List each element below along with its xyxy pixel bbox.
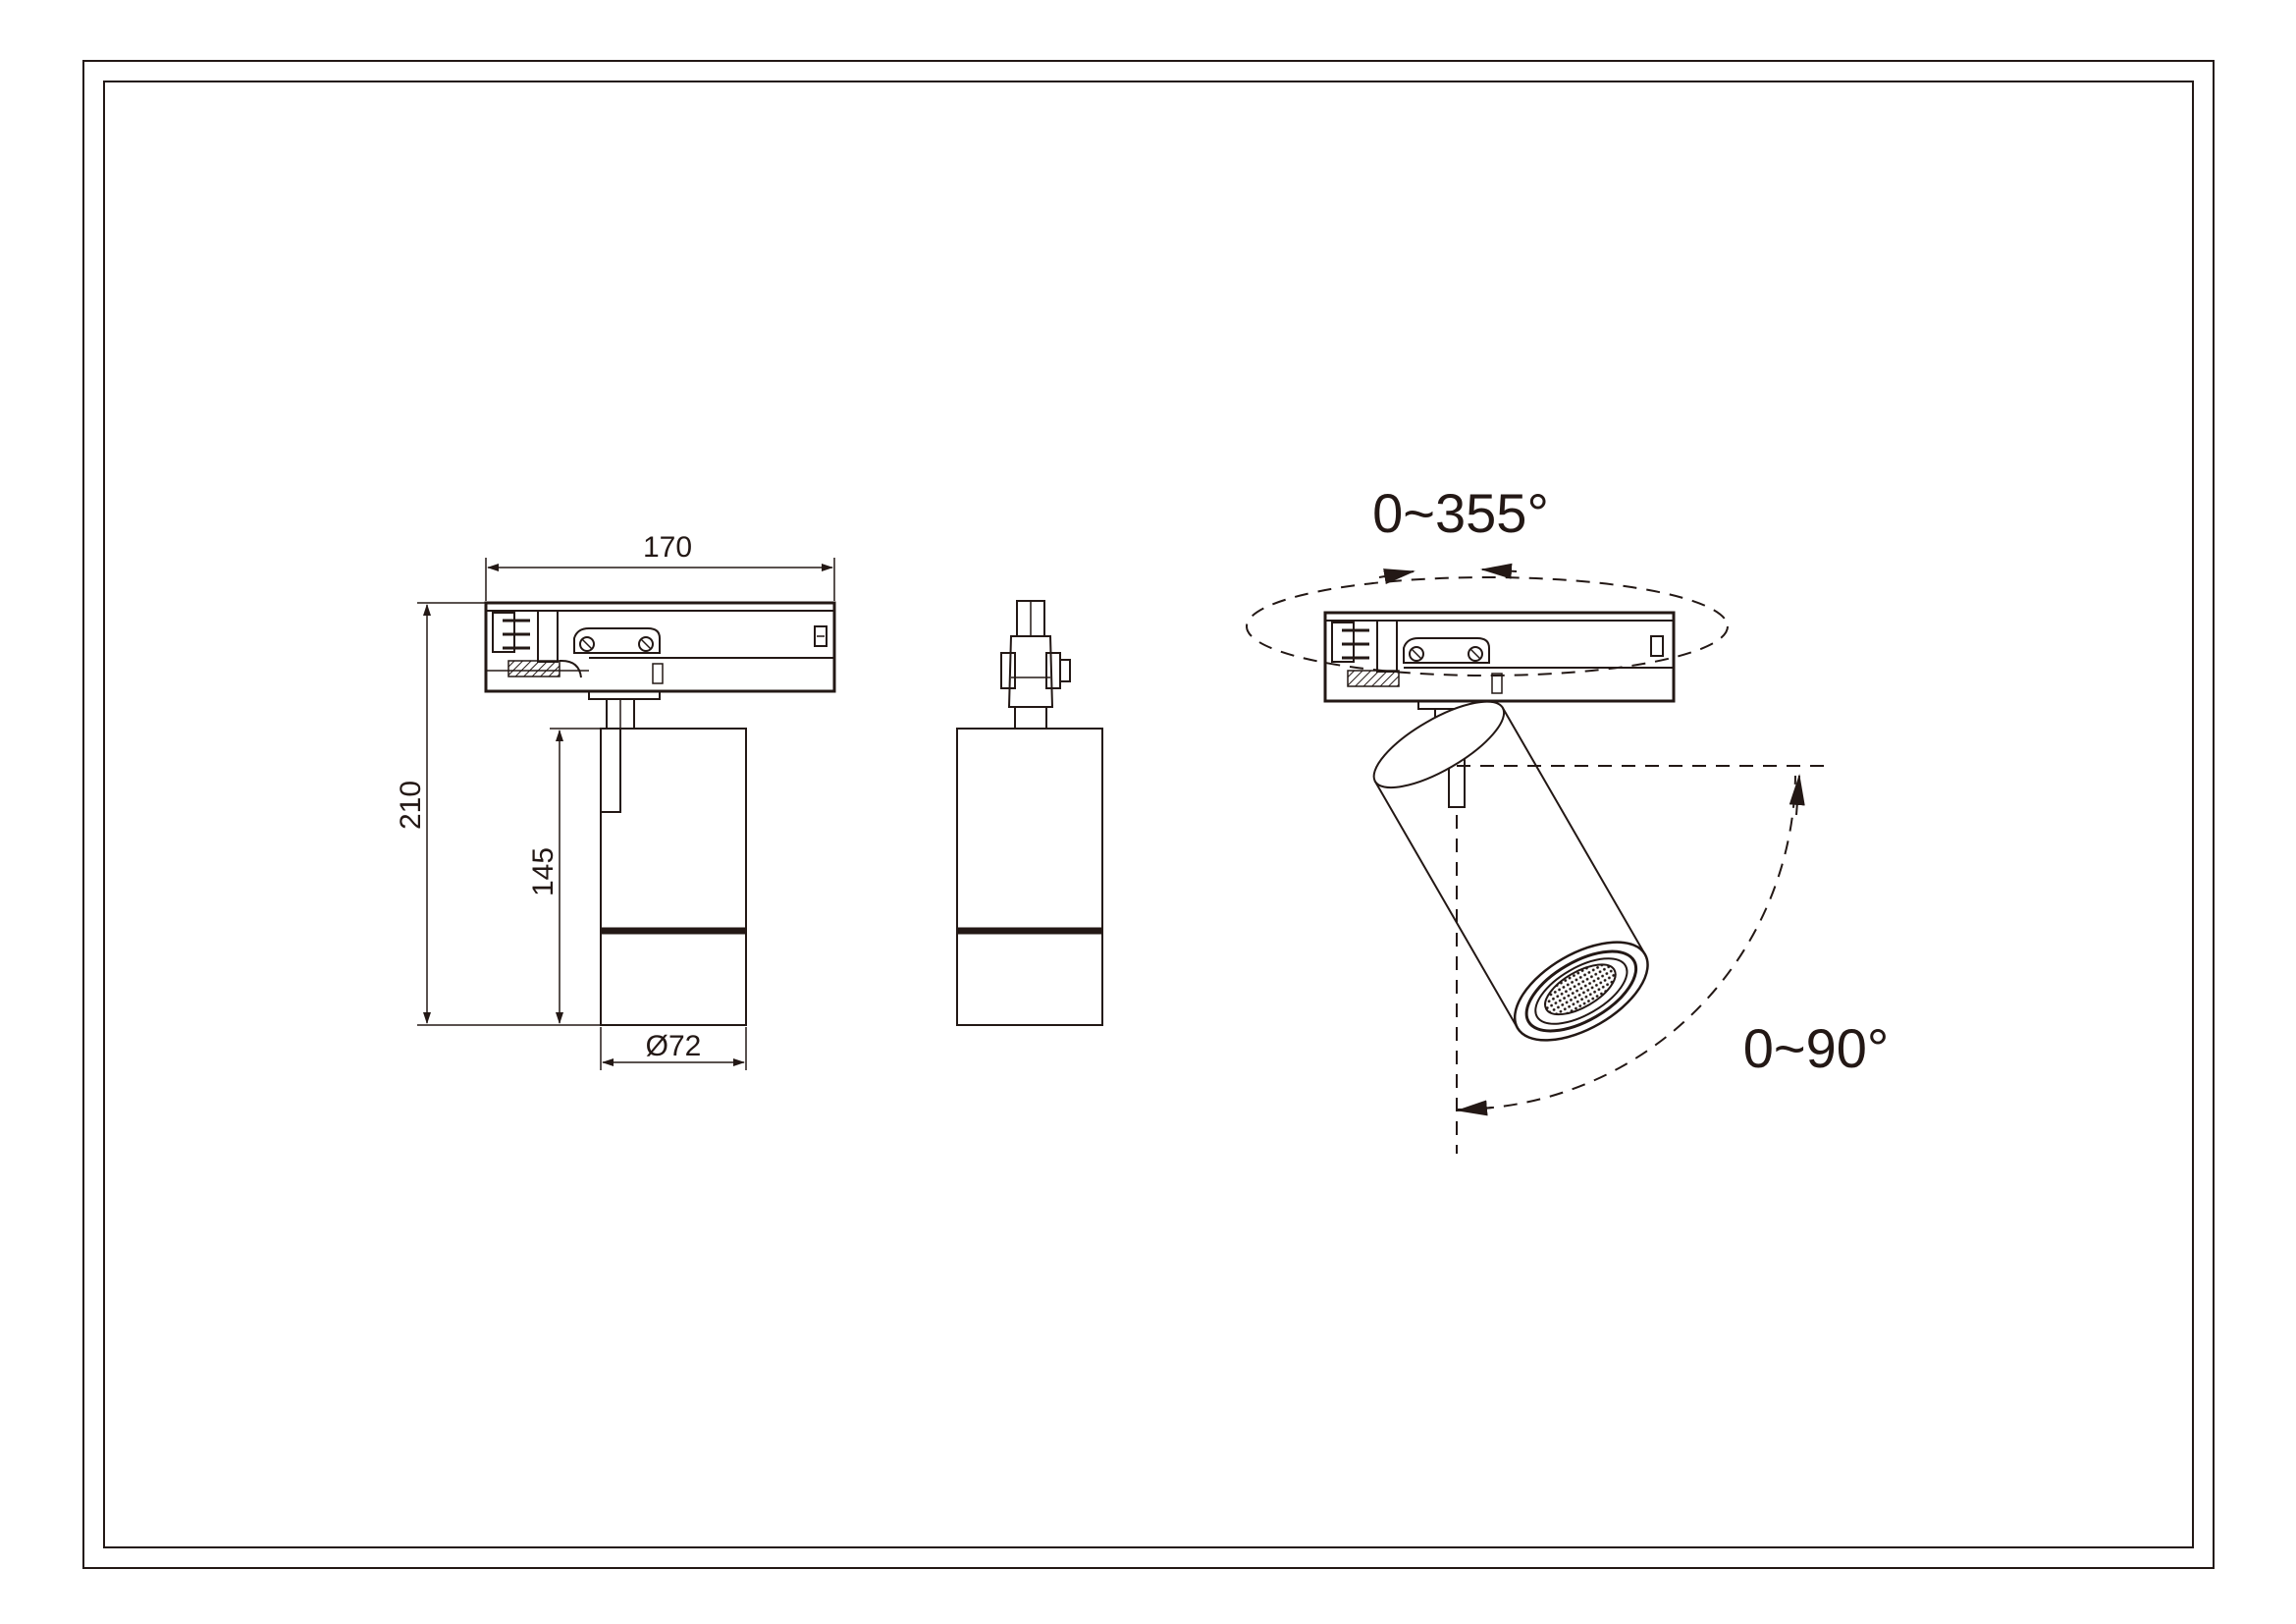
dimension-diameter: Ø72 [600, 1027, 747, 1070]
dimension-width: 170 [485, 531, 835, 601]
front-view [484, 601, 836, 1026]
dimension-total-height-label: 210 [395, 781, 427, 830]
dimension-width-label: 170 [643, 531, 692, 564]
rotated-track-adapter [1323, 611, 1676, 808]
dimension-body-height-label: 145 [527, 847, 560, 896]
front-body [600, 728, 747, 1026]
side-track-adapter [1000, 600, 1071, 730]
front-stem [600, 698, 635, 813]
tilt-rotation-label: 0~90° [1743, 1017, 1890, 1079]
side-body [956, 728, 1103, 1026]
tilted-lamp-body [1372, 700, 1649, 1042]
horizontal-rotation-path [1246, 576, 1729, 677]
tilt-rotation-arrows [1456, 774, 1805, 1116]
side-view [956, 600, 1103, 1026]
dimension-total-height: 210 [395, 602, 601, 1026]
horizontal-rotation-arrows [1378, 563, 1518, 584]
rotation-view: 0~355° 0~90° [1246, 482, 1890, 1154]
horizontal-rotation-label: 0~355° [1372, 482, 1549, 544]
front-track-adapter [484, 601, 836, 700]
dimension-diameter-label: Ø72 [646, 1030, 702, 1062]
tilt-rotation-arc [1456, 775, 1796, 1110]
sheet-border [82, 60, 2215, 1569]
dimension-body-height: 145 [527, 728, 601, 1024]
